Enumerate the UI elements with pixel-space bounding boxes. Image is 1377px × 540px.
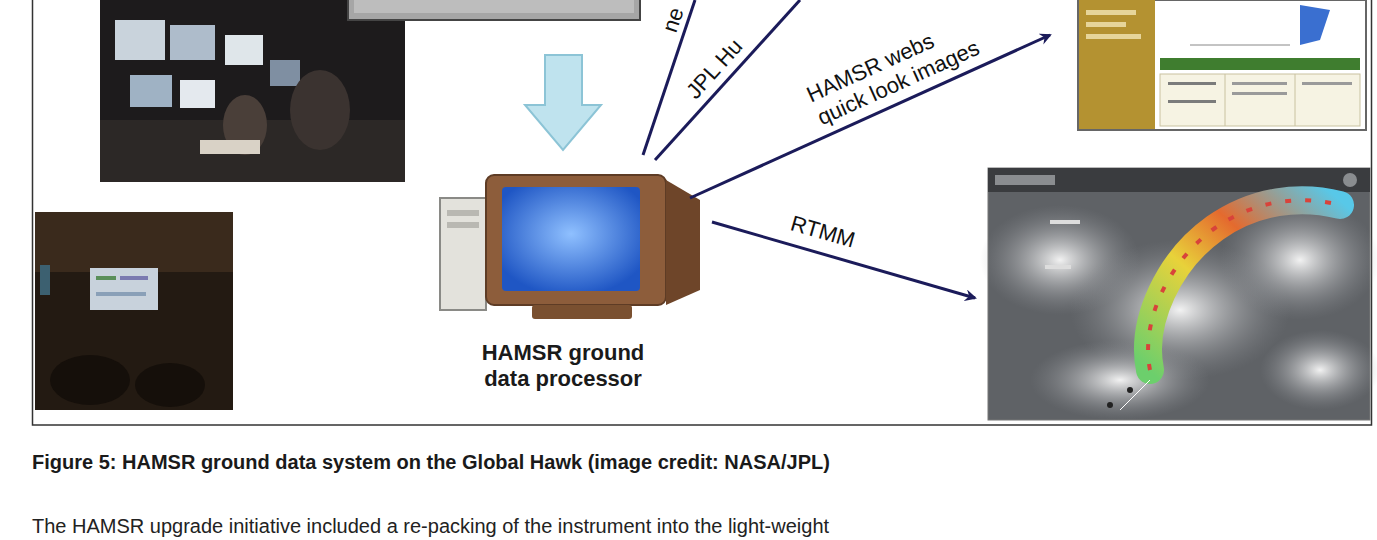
computer-icon — [440, 175, 700, 319]
flow-arrow — [525, 55, 601, 150]
arrow-label: JPL Hu — [682, 34, 748, 103]
room-photo — [35, 212, 233, 410]
website-screenshot — [1078, 0, 1366, 130]
arrow-label: RTMM — [788, 211, 858, 252]
node-label: HAMSR ground data processor — [470, 340, 656, 392]
figure-caption: Figure 5: HAMSR ground data system on th… — [32, 450, 830, 474]
processor-label-box: HAMSR ground data processor — [470, 338, 656, 394]
satellite-image — [980, 168, 1377, 420]
grey-panel — [348, 0, 640, 20]
control-room-photo — [100, 0, 405, 182]
body-text: The HAMSR upgrade initiative included a … — [32, 514, 829, 538]
arrow-label: ne — [658, 5, 689, 36]
figure-frame — [33, 0, 1372, 425]
